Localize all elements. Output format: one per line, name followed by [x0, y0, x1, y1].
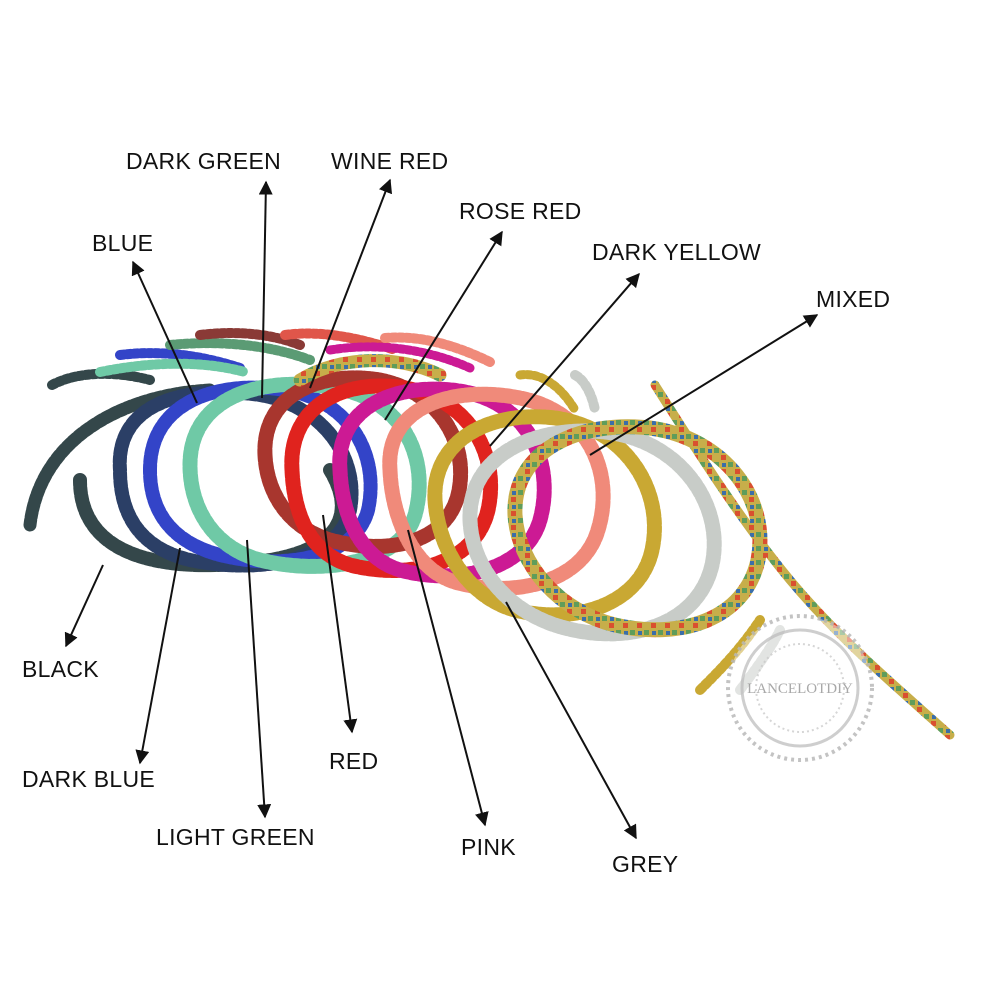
bracelet-dark-green	[165, 328, 315, 365]
label-dark-blue: DARK BLUE	[22, 766, 156, 792]
arrow-light-green	[246, 539, 272, 819]
bracelet-light-green	[95, 358, 427, 574]
label-wine-red: WINE RED	[331, 148, 449, 174]
arrow-dark-blue	[135, 547, 181, 765]
watermark-text: LANCELOTDIY	[747, 681, 853, 697]
label-mixed: MIXED	[816, 286, 891, 312]
arrow-dark-yellow	[489, 272, 640, 447]
label-pink: PINK	[461, 834, 516, 860]
arrow-dark-green	[258, 180, 273, 399]
label-rose-red: ROSE RED	[459, 198, 582, 224]
arrow-blue	[131, 260, 198, 404]
label-light-green: LIGHT GREEN	[156, 824, 315, 850]
label-grey: GREY	[612, 851, 679, 877]
label-red: RED	[329, 748, 379, 774]
bracelet-dark-yellow	[427, 370, 765, 695]
label-blue: BLUE	[92, 230, 154, 256]
pointer-arrows	[64, 178, 819, 840]
watermark-seal: LANCELOTDIY	[726, 614, 874, 762]
label-black: BLACK	[22, 656, 99, 682]
bracelet-mixed-back	[293, 354, 447, 387]
label-dark-green: DARK GREEN	[126, 148, 282, 174]
bracelet-mixed	[507, 380, 955, 740]
bracelet-pink	[380, 332, 611, 596]
bracelet-red	[284, 378, 499, 578]
arrow-mixed	[589, 314, 819, 456]
arrow-wine-red	[309, 178, 393, 389]
arrow-pink	[407, 529, 489, 827]
label-dark-yellow: DARK YELLOW	[592, 239, 762, 265]
arrow-black	[64, 564, 104, 648]
arrow-grey	[505, 601, 637, 840]
bracelet-rose-red	[325, 342, 552, 584]
arrow-rose-red	[384, 230, 503, 421]
arrow-red	[322, 514, 358, 734]
